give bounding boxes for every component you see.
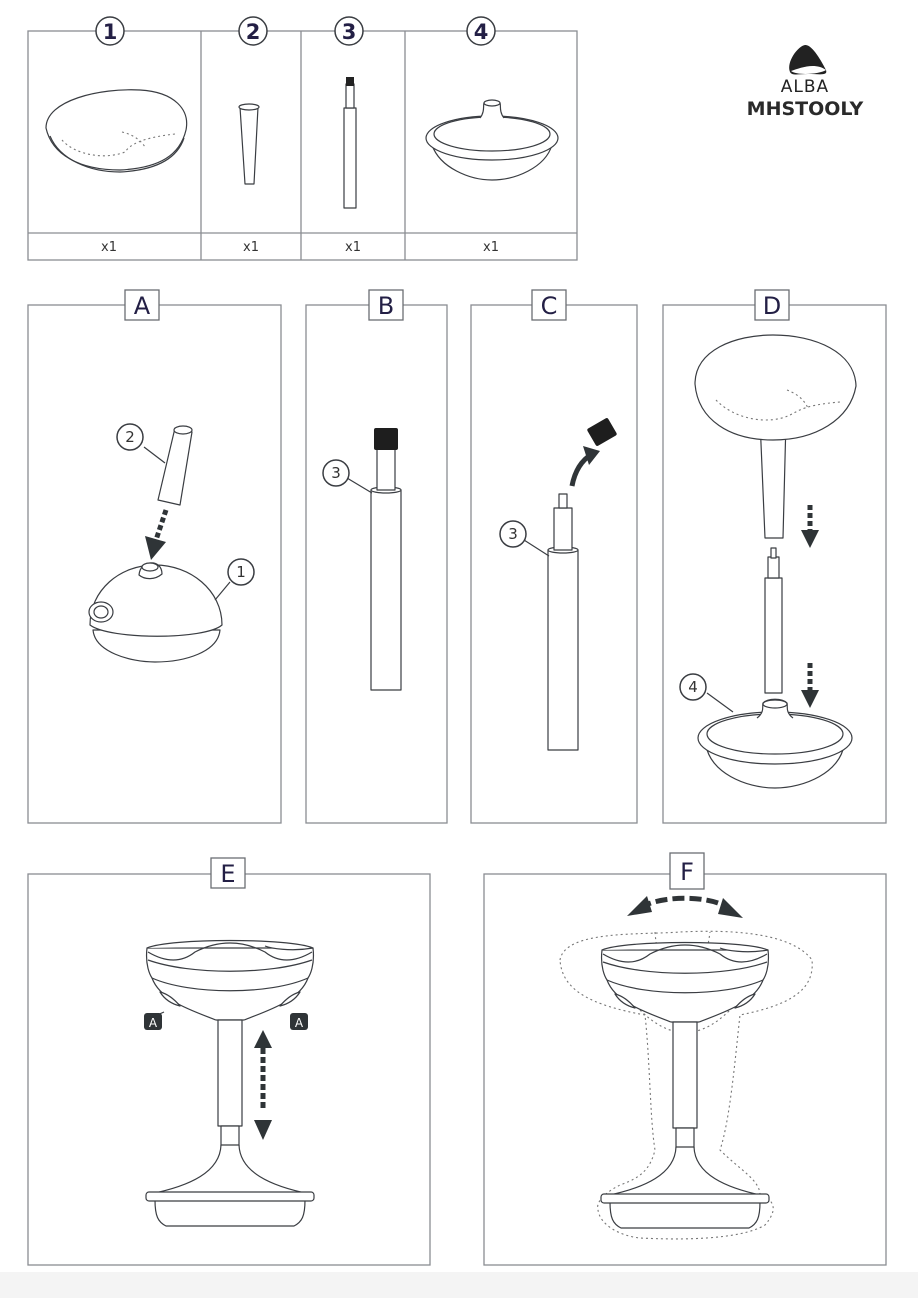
- step-c-panel: 3: [470, 304, 638, 824]
- svg-text:A: A: [149, 1016, 158, 1030]
- model-name: MHSTOOLY: [746, 98, 864, 120]
- parts-table: 1 2 3 4 x1 x1 x1 x1: [27, 16, 578, 261]
- part-2-quantity: x1: [243, 240, 259, 255]
- step-label-f: F: [669, 852, 705, 890]
- svg-text:3: 3: [342, 20, 357, 44]
- svg-text:A: A: [134, 292, 151, 320]
- step-label-a: A: [124, 289, 160, 321]
- part-2-badge: 2: [238, 16, 268, 46]
- svg-text:2: 2: [125, 428, 135, 446]
- svg-text:A: A: [295, 1016, 304, 1030]
- callout-4: 4: [679, 673, 707, 701]
- svg-text:B: B: [378, 292, 394, 320]
- alba-logo-icon: [789, 44, 827, 75]
- svg-text:F: F: [680, 858, 694, 886]
- part-2-tube-illustration: [238, 103, 260, 185]
- svg-text:E: E: [220, 860, 235, 888]
- svg-text:1: 1: [103, 20, 118, 44]
- brand-logo-text: ALBA: [780, 77, 830, 97]
- step-label-c: C: [531, 289, 567, 321]
- step-d-panel: 4: [662, 304, 887, 824]
- step-a-panel: 2 1: [27, 304, 282, 824]
- part-1-badge: 1: [95, 16, 125, 46]
- callout-3: 3: [322, 459, 350, 487]
- callout-2: 2: [116, 423, 144, 451]
- part-4-quantity: x1: [483, 240, 499, 255]
- step-b-panel: 3: [305, 304, 448, 824]
- svg-text:1: 1: [236, 563, 246, 581]
- step-f-panel: [483, 873, 887, 1266]
- part-1-seat-illustration: [45, 89, 188, 173]
- marker-a-left: A: [144, 1013, 162, 1030]
- part-4-base-illustration: [425, 99, 559, 181]
- svg-text:4: 4: [688, 678, 698, 696]
- svg-text:4: 4: [474, 20, 489, 44]
- svg-text:2: 2: [246, 20, 261, 44]
- step-e-panel: A A: [27, 873, 431, 1266]
- part-1-quantity: x1: [101, 240, 117, 255]
- callout-3: 3: [499, 520, 527, 548]
- marker-a-right: A: [290, 1013, 308, 1030]
- callout-1: 1: [227, 558, 255, 586]
- svg-text:C: C: [541, 292, 558, 320]
- svg-text:3: 3: [508, 525, 518, 543]
- svg-text:3: 3: [331, 464, 341, 482]
- step-label-e: E: [210, 857, 246, 889]
- step-label-d: D: [754, 289, 790, 321]
- part-3-badge: 3: [334, 16, 364, 46]
- part-3-quantity: x1: [345, 240, 361, 255]
- page-bottom-strip: [0, 1272, 918, 1298]
- step-label-b: B: [368, 289, 404, 321]
- part-3-cylinder-illustration: [343, 77, 357, 209]
- svg-text:D: D: [763, 292, 781, 320]
- part-4-badge: 4: [466, 16, 496, 46]
